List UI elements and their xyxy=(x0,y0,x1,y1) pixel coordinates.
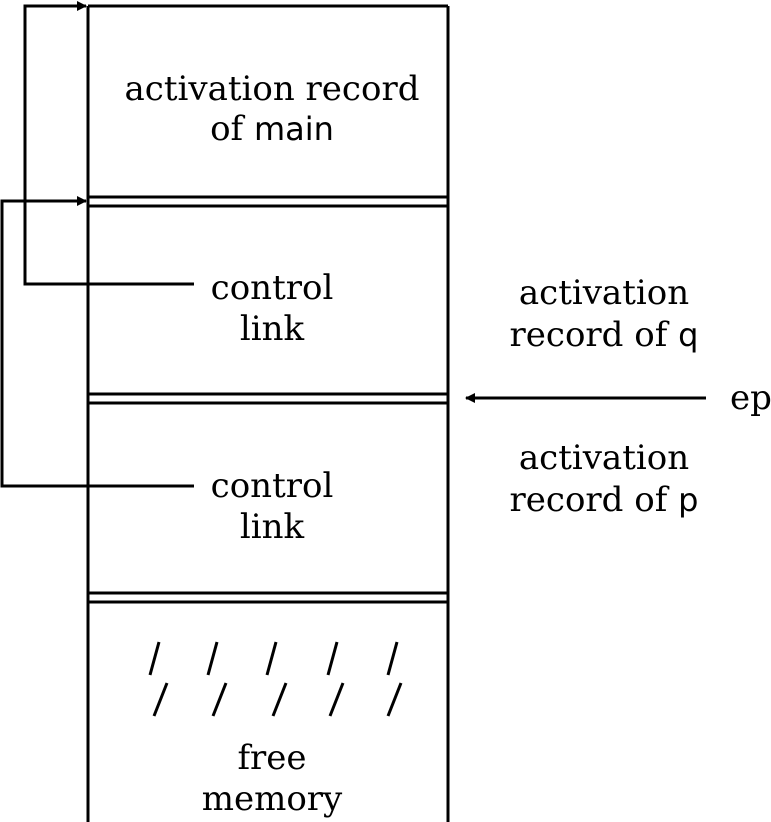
q-record-label-line1: activation xyxy=(519,273,689,313)
divider-main-q xyxy=(88,195,448,208)
free-memory-label-line1: free xyxy=(237,738,306,778)
q-record-label-line2: record of q xyxy=(510,315,699,355)
p-record-label-line2: record of p xyxy=(510,480,699,520)
main-record-label-line2: of main xyxy=(210,109,334,149)
p-record-label-line1: activation xyxy=(519,438,689,478)
free-memory-label-line2: memory xyxy=(202,779,343,819)
control-link-arrow-p-to-q xyxy=(0,196,194,488)
q-control-link-label-line2: link xyxy=(240,309,305,349)
stack-outline xyxy=(86,4,450,822)
divider-p-free xyxy=(88,591,448,604)
p-control-link-label-line2: link xyxy=(240,507,305,547)
p-control-link-label-line1: control xyxy=(211,466,334,506)
divider-q-p xyxy=(88,392,448,405)
ep-label: ep xyxy=(730,378,771,418)
main-record-label-line1: activation record xyxy=(125,69,420,109)
free-memory-hatching xyxy=(148,641,403,717)
q-control-link-label-line1: control xyxy=(211,268,334,308)
control-link-arrow-q-to-main xyxy=(23,1,194,286)
